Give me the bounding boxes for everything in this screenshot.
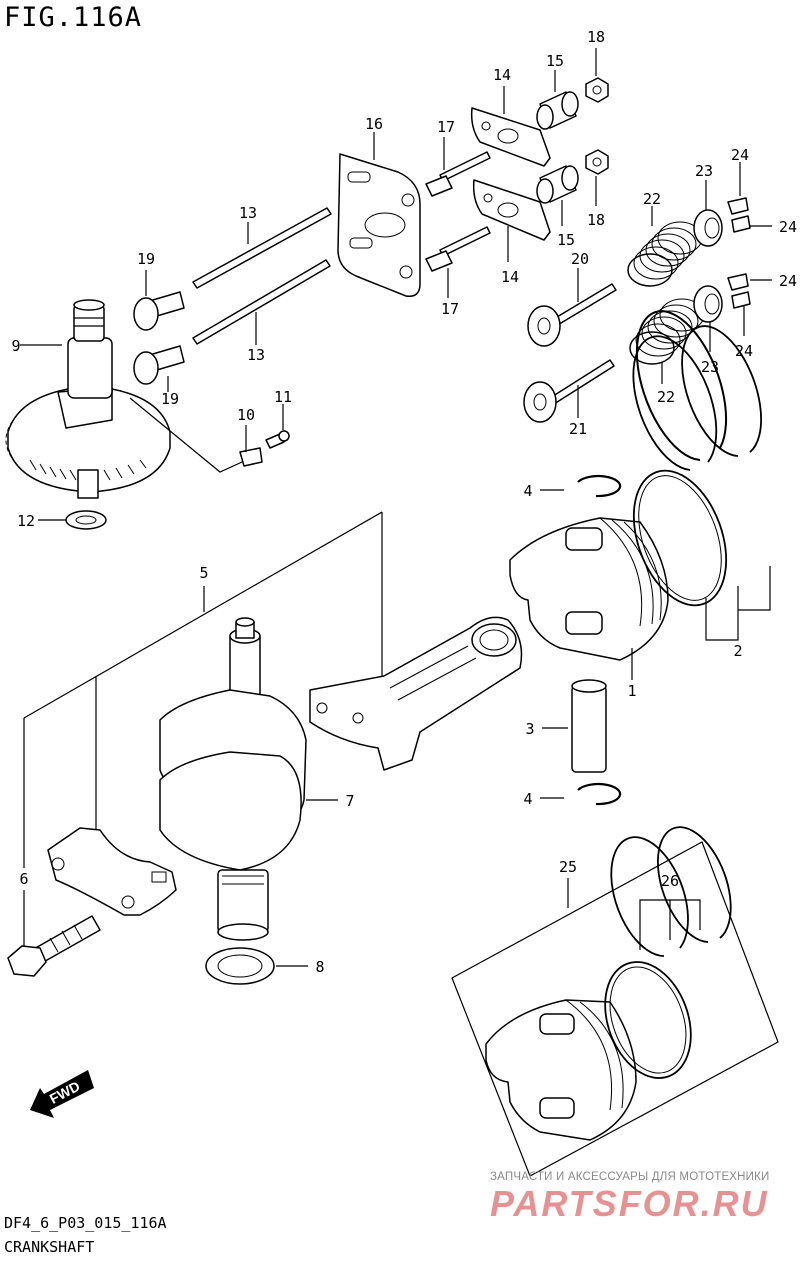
callout-16: 16: [365, 115, 383, 133]
callout-9: 9: [11, 337, 20, 355]
connecting-rod: [309, 512, 523, 771]
watermark: ЗАПЧАСТИ И АКСЕССУАРЫ ДЛЯ МОТОТЕХНИКИ PA…: [490, 1171, 770, 1224]
callout-13a: 13: [239, 204, 257, 222]
rocker-arm-part-14: 14 14: [470, 66, 551, 286]
figure-title: FIG.116A: [4, 2, 143, 33]
clip-part-10: 10: [237, 406, 263, 467]
callout-3: 3: [525, 720, 534, 738]
callout-23a: 23: [695, 162, 713, 180]
piston-pin-part-3: 3: [525, 679, 607, 773]
callout-22a: 22: [643, 190, 661, 208]
fwd-direction-arrow: FWD: [30, 1070, 94, 1118]
callout-12: 12: [17, 512, 35, 530]
piston-ring-part-2: 2: [632, 310, 771, 660]
intake-valve-part-21: 21: [523, 359, 615, 438]
piston-part-1: 1: [509, 517, 669, 700]
callout-7: 7: [345, 792, 354, 810]
section-name: CRANKSHAFT: [4, 1238, 95, 1256]
callout-4b: 4: [523, 790, 532, 808]
callout-17b: 17: [441, 300, 459, 318]
callout-10: 10: [237, 406, 255, 424]
callout-15b: 15: [557, 231, 575, 249]
drawing-code: DF4_6_P03_015_116A: [4, 1214, 167, 1232]
callout-2: 2: [733, 642, 742, 660]
washer-part-12: 12: [17, 510, 107, 530]
crankshaft-part-7: 7: [159, 617, 355, 941]
thrust-washer-part-8: 8: [205, 947, 325, 985]
callout-26: 26: [661, 872, 679, 890]
callout-24b: 24: [779, 218, 797, 236]
piston-set-part-25: 25 26: [451, 826, 779, 1177]
screw-part-11: 11: [265, 388, 292, 449]
bearing-cap: [47, 827, 177, 916]
callout-15a: 15: [546, 52, 564, 70]
callout-24d: 24: [735, 342, 753, 360]
gasket-part-16: 16: [337, 115, 421, 297]
callout-11: 11: [274, 388, 292, 406]
piston-pin-circlip-part-4: 4 4: [523, 474, 622, 808]
watermark-caption: ЗАПЧАСТИ И АКСЕССУАРЫ ДЛЯ МОТОТЕХНИКИ: [490, 1171, 770, 1183]
bolt-part-6: 6: [7, 870, 101, 977]
callout-24a: 24: [731, 146, 749, 164]
stud-part-17: 17 17: [425, 118, 491, 318]
valve-cotter-part-24: 24 24 24 24: [727, 146, 797, 360]
nut-part-18: 18 18: [585, 28, 609, 229]
adjuster-part-15: 15 15: [536, 52, 579, 249]
callout-8: 8: [315, 958, 324, 976]
callout-13b: 13: [247, 346, 265, 364]
callout-18b: 18: [587, 211, 605, 229]
callout-1: 1: [627, 682, 636, 700]
tappet-part-19: 19 19: [133, 250, 185, 408]
callout-19b: 19: [161, 390, 179, 408]
callout-17a: 17: [437, 118, 455, 136]
callout-18a: 18: [587, 28, 605, 46]
camshaft-part-9: 9: [5, 299, 243, 499]
callout-23b: 23: [701, 358, 719, 376]
callout-20: 20: [571, 250, 589, 268]
spring-retainer-part-23: 23 23: [693, 162, 723, 376]
callout-6: 6: [19, 870, 28, 888]
crankshaft-assembly-part-5: 5: [23, 511, 383, 868]
callout-24c: 24: [779, 272, 797, 290]
callout-14a: 14: [493, 66, 511, 84]
callout-25: 25: [559, 858, 577, 876]
valve-spring-part-22: 22 22: [627, 190, 705, 406]
callout-4a: 4: [523, 482, 532, 500]
callout-19a: 19: [137, 250, 155, 268]
exhaust-valve-part-20: 20: [527, 250, 617, 347]
callout-21: 21: [569, 420, 587, 438]
callout-22b: 22: [657, 388, 675, 406]
watermark-brand: PARTSFOR.RU: [490, 1183, 769, 1224]
push-rod-part-13: 13 13: [192, 204, 332, 364]
callout-14b: 14: [501, 268, 519, 286]
callout-5: 5: [199, 564, 208, 582]
